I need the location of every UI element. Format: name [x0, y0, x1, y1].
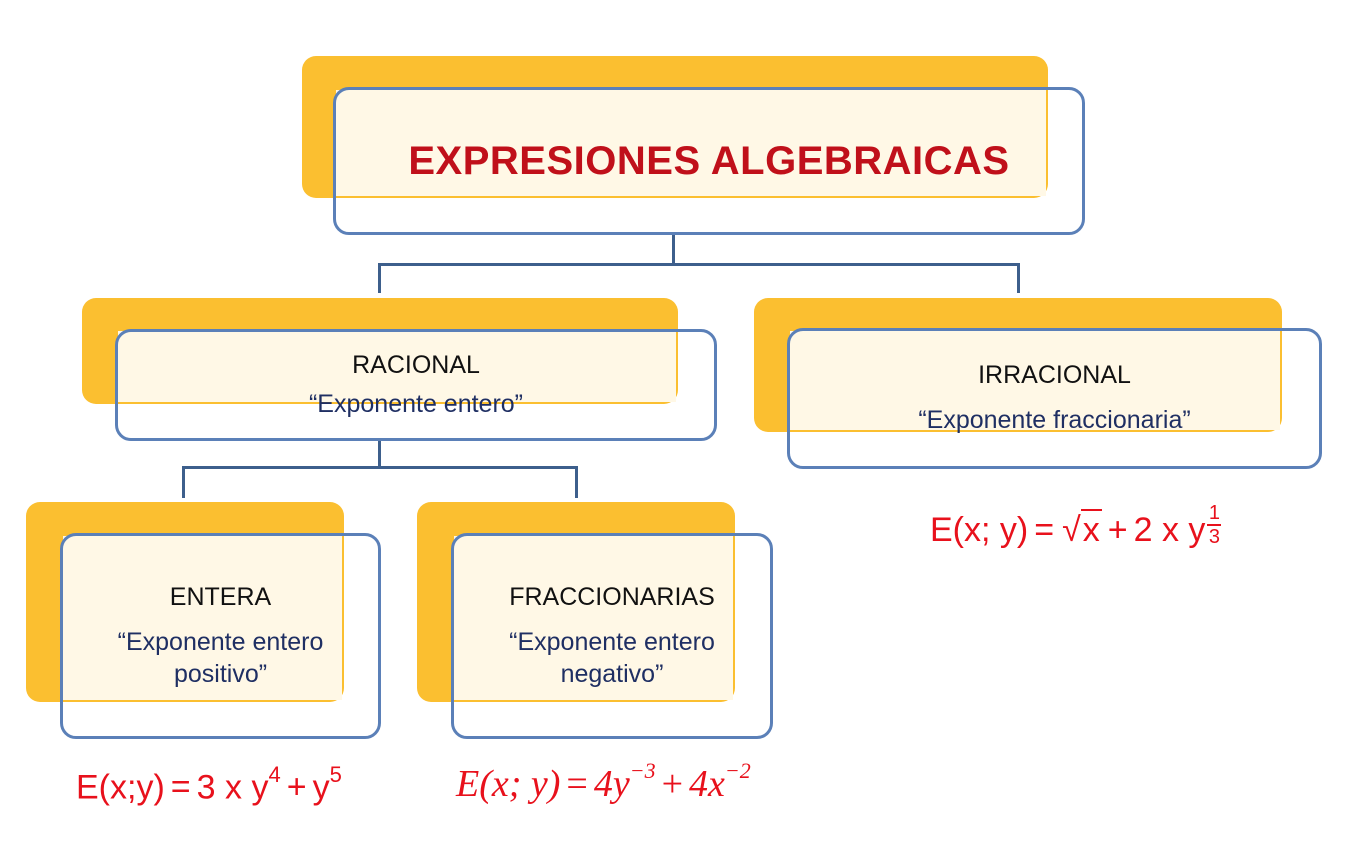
irracional-shadow-highlight — [790, 331, 1280, 430]
entera-formula-t1: 3 x y — [196, 768, 269, 807]
fraccionarias-shadow-highlight — [454, 536, 733, 700]
fraccionarias-formula-lhs: E(x; y) — [456, 763, 561, 805]
entera-connector — [182, 466, 185, 498]
entera-formula-plus: + — [286, 768, 307, 807]
fraccionarias-connector — [575, 466, 578, 498]
irracional-formula-term: 2 x y — [1133, 511, 1206, 549]
fraccionarias-formula: E(x; y)=4y−3+4x−2 — [456, 758, 751, 806]
fraccionarias-formula-t1: 4y — [593, 763, 630, 805]
irracional-title: IRRACIONAL — [978, 361, 1131, 389]
level3-connector-horizontal — [182, 466, 578, 469]
fraccionarias-formula-eq: = — [566, 763, 588, 805]
entera-node: ENTERA “Exponente entero positivo” — [60, 533, 381, 739]
root-shadow-highlight — [336, 90, 1046, 196]
entera-formula-eq: = — [170, 768, 191, 807]
fraccionarias-formula-t2: 4x — [689, 763, 725, 805]
fraccionarias-formula-plus: + — [661, 763, 684, 805]
entera-formula-e1: 4 — [268, 762, 281, 787]
root-title: EXPRESIONES ALGEBRAICAS — [408, 138, 1010, 183]
fraccionarias-desc-line2: negativo” — [560, 659, 664, 688]
racional-node: RACIONAL “Exponente entero” — [115, 329, 717, 441]
racional-connector — [378, 263, 381, 293]
racional-connector-vertical — [378, 441, 381, 469]
root-node: EXPRESIONES ALGEBRAICAS — [333, 87, 1085, 235]
entera-formula-t2: y — [312, 768, 330, 807]
fraccionarias-formula-e1: −3 — [629, 758, 656, 784]
entera-formula-e2: 5 — [329, 762, 342, 787]
irracional-desc: “Exponente fraccionaria” — [918, 406, 1191, 434]
sqrt-symbol: √x — [1062, 509, 1102, 549]
level2-connector-horizontal — [378, 263, 1020, 266]
entera-formula-lhs: E(x;y) — [76, 768, 165, 807]
irracional-formula-eq: = — [1034, 511, 1055, 549]
irracional-formula-radicand: x — [1080, 509, 1102, 549]
entera-desc-line1: “Exponente entero — [117, 627, 324, 656]
irracional-node: IRRACIONAL “Exponente fraccionaria” — [787, 328, 1322, 469]
irracional-formula-plus: + — [1107, 511, 1128, 549]
entera-shadow-highlight — [63, 536, 342, 700]
racional-shadow-highlight — [118, 331, 676, 402]
racional-title: RACIONAL — [352, 350, 480, 379]
exp-numerator: 1 — [1208, 502, 1220, 524]
entera-formula: E(x;y)=3 x y4+y5 — [76, 762, 342, 807]
racional-desc: “Exponente entero” — [308, 389, 524, 418]
irracional-connector — [1017, 263, 1020, 293]
fraccionarias-title: FRACCIONARIAS — [509, 582, 715, 611]
exp-denominator: 3 — [1208, 526, 1220, 548]
fraction-bar — [1207, 524, 1222, 526]
fraccionarias-desc-line1: “Exponente entero — [509, 627, 715, 656]
fraccionarias-formula-e2: −2 — [724, 758, 751, 784]
entera-desc-line2: positivo” — [173, 659, 268, 688]
entera-title: ENTERA — [169, 582, 272, 611]
root-connector-vertical — [672, 235, 675, 265]
fraccionarias-node: FRACCIONARIAS “Exponente entero negativo… — [451, 533, 773, 739]
irracional-formula-lhs: E(x; y) — [930, 511, 1029, 549]
